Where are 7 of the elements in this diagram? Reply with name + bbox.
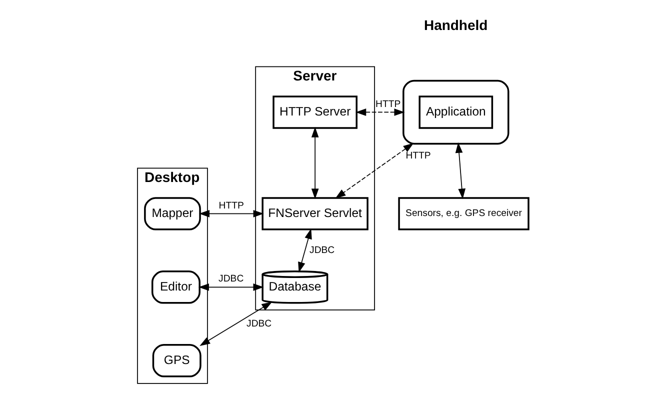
edge-label: HTTP xyxy=(218,200,244,212)
edge-label: JDBC xyxy=(218,274,244,285)
edge-label: JDBC xyxy=(309,244,334,256)
label: Handheld xyxy=(423,16,488,33)
edge-label: HTTP xyxy=(405,150,430,162)
edge-label: JDBC xyxy=(246,318,272,330)
edge-label: HTTP xyxy=(375,98,400,110)
